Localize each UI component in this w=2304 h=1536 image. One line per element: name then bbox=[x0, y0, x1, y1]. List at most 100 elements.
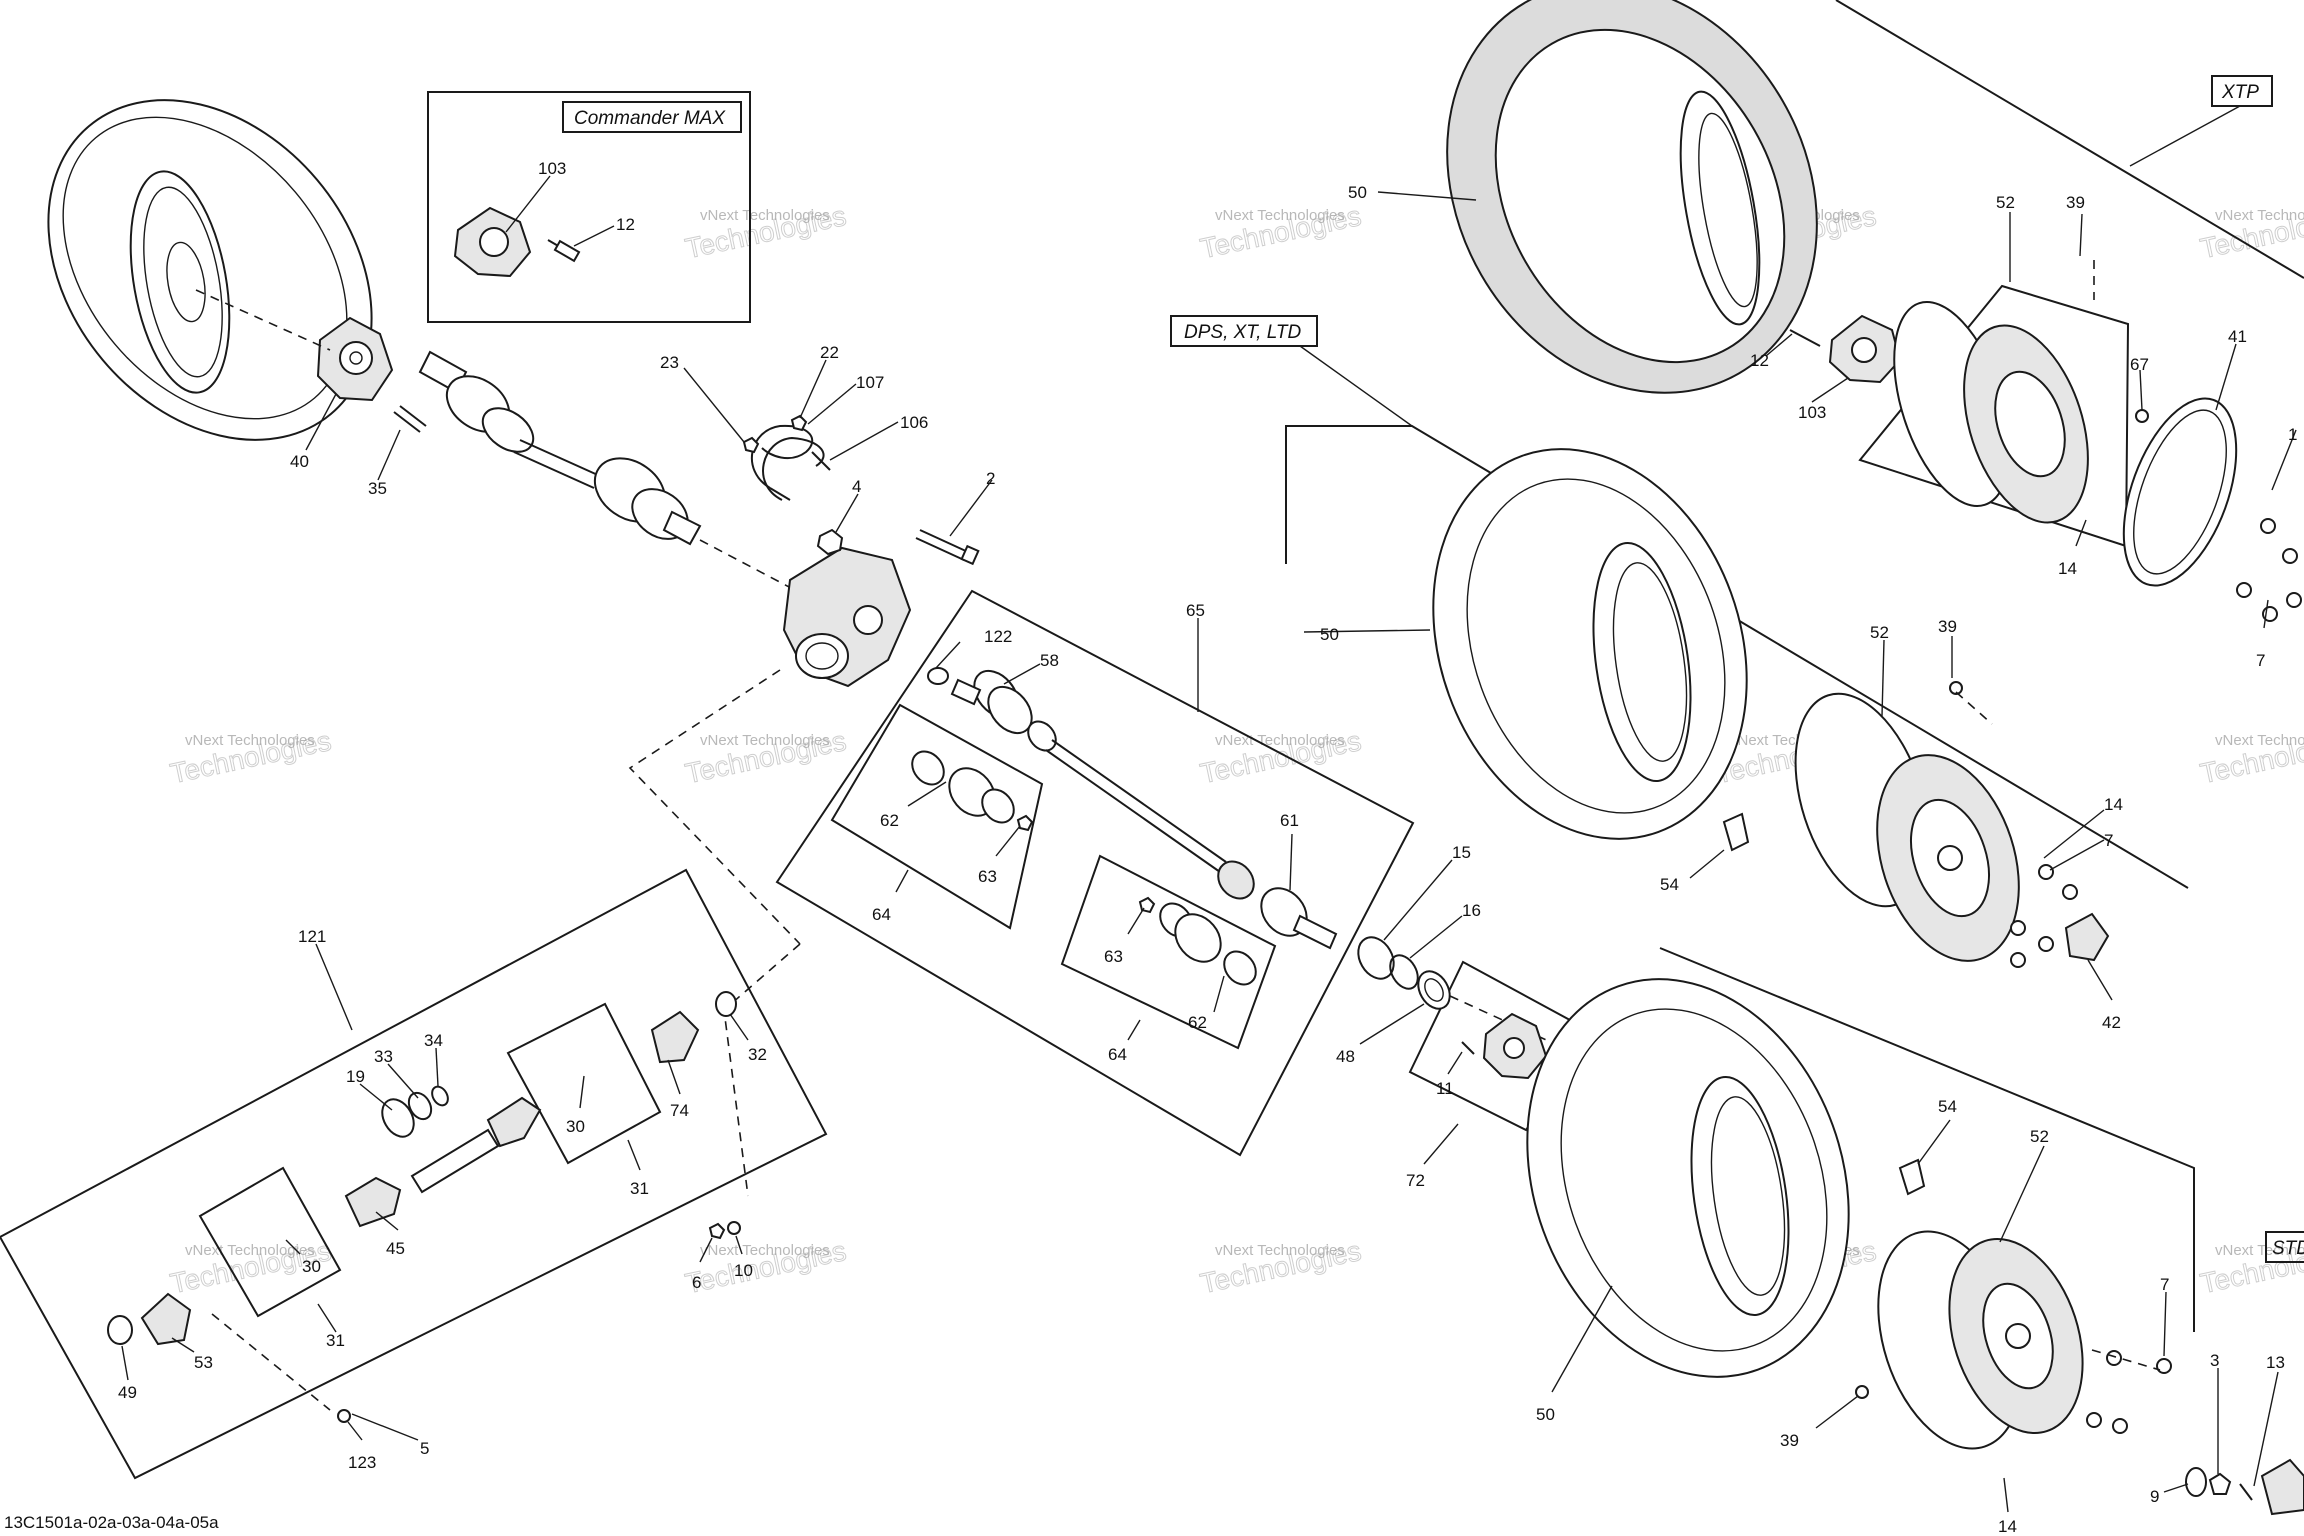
watermark: vNext Technologies bbox=[700, 207, 830, 224]
callout-3: 3 bbox=[2210, 1351, 2219, 1370]
callout-52: 52 bbox=[2030, 1127, 2049, 1146]
callout-74: 74 bbox=[670, 1101, 689, 1120]
watermark: vNext Technologies bbox=[2215, 732, 2304, 749]
callout-106: 106 bbox=[900, 413, 928, 432]
std-tire bbox=[1526, 978, 1850, 1378]
nut-3 bbox=[2208, 1472, 2232, 1495]
beadlock-ring-41 bbox=[2122, 397, 2238, 587]
callout-52: 52 bbox=[1870, 623, 1889, 642]
circlip-122 bbox=[927, 667, 949, 685]
callout-49: 49 bbox=[118, 1383, 137, 1402]
callout-35: 35 bbox=[368, 479, 387, 498]
stud-35 bbox=[393, 405, 427, 433]
watermark: vNext Technologies bbox=[2215, 207, 2304, 224]
callout-11: 11 bbox=[1436, 1079, 1454, 1098]
drive-shaft-kit-frame bbox=[775, 589, 1415, 1157]
rear-axle-shaft bbox=[418, 350, 702, 546]
nut-6 bbox=[708, 1222, 726, 1240]
callout-6: 6 bbox=[692, 1273, 701, 1292]
watermark: vNext Technologies bbox=[1215, 207, 1345, 224]
callout-72: 72 bbox=[1406, 1171, 1425, 1190]
bolt-2 bbox=[915, 529, 980, 566]
callout-16: 16 bbox=[1462, 901, 1481, 920]
watermark: vNext Technologies bbox=[700, 732, 830, 749]
callout-2: 2 bbox=[986, 469, 995, 488]
hub-72 bbox=[1461, 1012, 1548, 1080]
rear-wheel-left bbox=[47, 99, 373, 441]
callouts: 103 12 40 35 22 107 23 106 4 2 122 58 6 5… bbox=[118, 159, 2297, 1536]
washer-9 bbox=[2185, 1467, 2207, 1497]
center-cap-42 bbox=[2064, 912, 2110, 962]
std-label-box bbox=[2265, 1231, 2304, 1263]
callout-63: 63 bbox=[1104, 947, 1123, 966]
callout-39: 39 bbox=[1938, 617, 1957, 636]
callout-40: 40 bbox=[290, 452, 309, 471]
callout-63: 63 bbox=[978, 867, 997, 886]
callout-54: 54 bbox=[1938, 1097, 1957, 1116]
callout-122: 122 bbox=[984, 627, 1012, 646]
propeller-shaft bbox=[107, 991, 737, 1346]
lug-nuts-7a bbox=[2236, 518, 2302, 622]
valve-39c bbox=[1855, 1385, 1869, 1399]
dps-leader bbox=[1299, 345, 1413, 427]
center-cap bbox=[2260, 1458, 2304, 1516]
callout-41: 41 bbox=[2228, 327, 2247, 346]
callout-4: 4 bbox=[852, 477, 861, 496]
xtp-frame-top bbox=[1835, 0, 2304, 279]
assembly-line bbox=[195, 289, 331, 351]
washer-10 bbox=[727, 1221, 741, 1235]
commander-max-label-box bbox=[562, 101, 742, 133]
boot-kit-frame-a bbox=[830, 703, 1044, 930]
callout-31: 31 bbox=[326, 1331, 345, 1350]
callout-53: 53 bbox=[194, 1353, 213, 1372]
callout-32: 32 bbox=[748, 1045, 767, 1064]
propeller-shaft-frame bbox=[0, 868, 828, 1480]
callout-7: 7 bbox=[2160, 1275, 2169, 1294]
callout-13: 13 bbox=[2266, 1353, 2285, 1372]
callout-30: 30 bbox=[302, 1257, 321, 1276]
callout-22: 22 bbox=[820, 343, 839, 362]
callout-64: 64 bbox=[872, 905, 891, 924]
beadlock-ring-inner bbox=[2133, 409, 2227, 575]
watermark: vNext Technologies bbox=[2215, 1242, 2304, 1259]
lug-nuts-7b bbox=[2010, 864, 2078, 968]
watermark: vNext Technologies bbox=[700, 1242, 830, 1259]
dps-label-box bbox=[1170, 315, 1318, 347]
valve-stem-54a bbox=[1722, 812, 1750, 852]
callout-1: 1 bbox=[2288, 425, 2297, 444]
boot-kit-frame-b bbox=[1060, 854, 1277, 1050]
assembly-line bbox=[723, 943, 801, 1197]
rear-differential bbox=[782, 546, 912, 688]
dps-xt-ltd-label: DPS, XT, LTD bbox=[1184, 322, 1301, 343]
callout-39: 39 bbox=[2066, 193, 2085, 212]
callout-14: 14 bbox=[2104, 795, 2123, 814]
assembly-line bbox=[211, 1313, 331, 1411]
wheel-hub-40 bbox=[316, 316, 394, 402]
callout-33: 33 bbox=[374, 1047, 393, 1066]
callout-23: 23 bbox=[660, 353, 679, 372]
u-joint-kit-frame-b bbox=[198, 1166, 342, 1318]
lug-nuts-7c bbox=[2086, 1350, 2172, 1434]
callout-50: 50 bbox=[1536, 1405, 1555, 1424]
callout-103: 103 bbox=[1798, 403, 1826, 422]
callout-52: 52 bbox=[1996, 193, 2015, 212]
dps-frame bbox=[1285, 425, 2189, 889]
callout-7: 7 bbox=[2104, 831, 2113, 850]
callout-107: 107 bbox=[856, 373, 884, 392]
diagram-code: 13C1501a-02a-03a-04a-05a bbox=[4, 1513, 219, 1532]
assembly-line bbox=[1955, 691, 1993, 725]
callout-12: 12 bbox=[1750, 351, 1769, 370]
callout-62: 62 bbox=[1188, 1013, 1207, 1032]
callout-61: 61 bbox=[1280, 811, 1299, 830]
xtp-label: XTP bbox=[2221, 82, 2259, 103]
callout-7: 7 bbox=[2256, 651, 2265, 670]
callout-9: 9 bbox=[2150, 1487, 2159, 1506]
callout-14: 14 bbox=[1998, 1517, 2017, 1536]
callout-58: 58 bbox=[1040, 651, 1059, 670]
breather-hose-106 bbox=[751, 424, 831, 501]
dps-rim-52 bbox=[1794, 692, 2020, 962]
callout-45: 45 bbox=[386, 1239, 405, 1258]
callout-12: 12 bbox=[616, 215, 635, 234]
hub-kit-frame bbox=[1408, 960, 1594, 1132]
callout-14: 14 bbox=[2058, 559, 2077, 578]
